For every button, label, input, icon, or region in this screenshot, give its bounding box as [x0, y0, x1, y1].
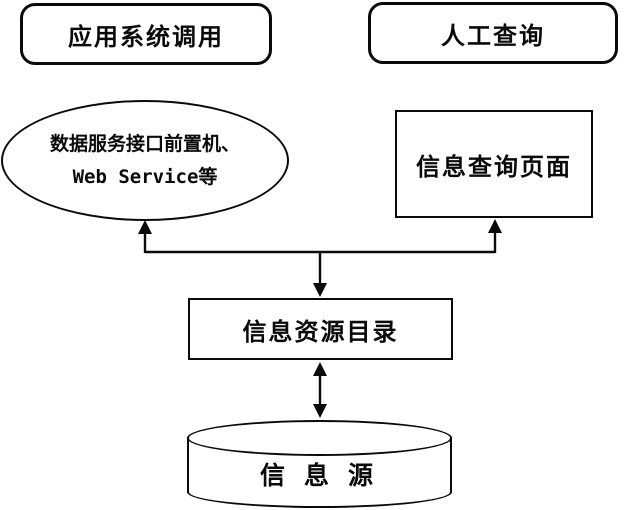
node-data-service-frontend: 数据服务接口前置机、 Web Service等: [1, 100, 289, 221]
arrowhead-down-to-directory: [313, 283, 327, 297]
node-manual-query-label: 人工查询: [441, 22, 545, 50]
node-information-source-label: 信 息 源: [260, 462, 379, 490]
node-info-resource-directory-label: 信息资源目录: [242, 318, 399, 346]
node-app-system-call-label: 应用系统调用: [68, 23, 224, 51]
connector-junction: [138, 219, 502, 297]
node-data-service-frontend-label-line2: Web Service等: [72, 165, 218, 188]
node-app-system-call: 应用系统调用: [20, 3, 272, 65]
node-data-service-frontend-label-line1: 数据服务接口前置机、: [49, 133, 240, 155]
node-info-query-page-label: 信息查询页面: [416, 153, 572, 181]
information-source-cylinder-top: [187, 420, 452, 456]
arrowhead-up-to-frontend: [138, 220, 152, 234]
arrowhead-up-to-directory: [313, 362, 327, 376]
arrowhead-up-to-query-page: [488, 219, 502, 233]
node-info-query-page: 信息查询页面: [395, 110, 593, 218]
node-manual-query: 人工查询: [368, 2, 618, 64]
connector-directory-source: [313, 362, 327, 418]
node-info-resource-directory: 信息资源目录: [188, 298, 453, 360]
arrowhead-down-to-source: [313, 404, 327, 418]
